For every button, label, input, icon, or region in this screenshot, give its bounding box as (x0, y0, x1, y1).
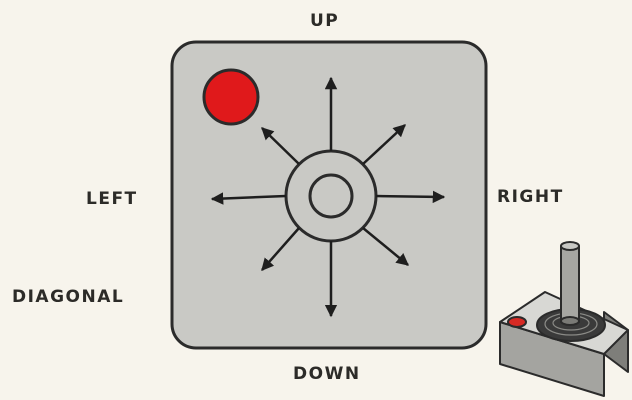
controller-fire-button-icon (508, 317, 526, 327)
label-up: UP (310, 11, 339, 31)
label-down: DOWN (293, 364, 361, 384)
joystick-controller-icon (500, 242, 628, 396)
fire-button-icon (204, 70, 258, 124)
arrow-right (376, 196, 444, 197)
label-left: LEFT (86, 189, 138, 209)
label-right: RIGHT (497, 187, 564, 207)
label-diagonal: DIAGONAL (12, 287, 124, 307)
